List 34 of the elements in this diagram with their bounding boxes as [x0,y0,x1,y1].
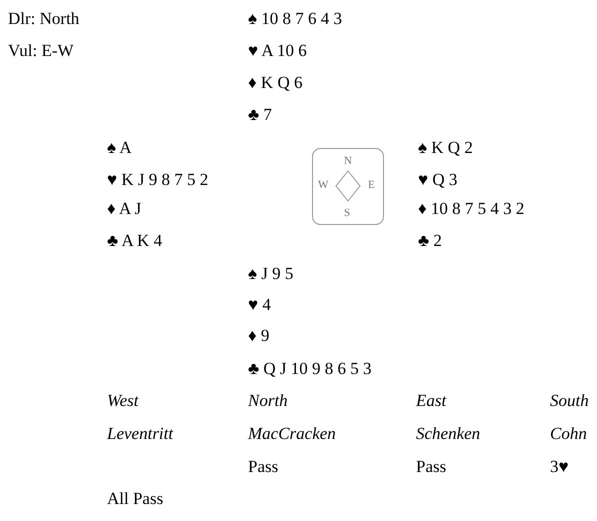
hand-line: ♣ A K 4 [107,230,162,252]
compass-letter: E [368,179,375,191]
bid: Pass [248,456,278,478]
hand-line: ♠ 10 8 7 6 4 3 [248,8,342,30]
bid: All Pass [107,488,164,510]
hand-line: ♥ A 10 6 [248,40,307,62]
hand-line: ♣ 7 [248,104,272,126]
auction-header: North [248,390,288,412]
auction-header: West [107,390,138,412]
hand-line: ♠ K Q 2 [418,137,473,159]
compass-letter: N [344,155,352,167]
deal-info: Dlr: North [8,8,80,30]
bid: Pass [416,456,446,478]
hand-line: ♥ K J 9 8 7 5 2 [107,169,208,191]
hand-line: ♣ Q J 10 9 8 6 5 3 [248,358,372,380]
bid: 3♥ [550,456,569,478]
auction-header: South [550,390,589,412]
hand-line: ♥ Q 3 [418,169,458,191]
auction-header: MacCracken [248,423,336,445]
hand-line: ♥ 4 [248,294,271,316]
hand-line: ♦ 9 [248,325,270,347]
hand-line: ♦ K Q 6 [248,72,302,94]
compass-letter: S [344,207,350,219]
auction-header: Leventritt [107,423,174,445]
hand-line: ♠ J 9 5 [248,263,294,285]
hand-line: ♦ 10 8 7 5 4 3 2 [418,198,524,220]
hand-line: ♣ 2 [418,230,442,252]
deal-info: Vul: E-W [8,40,74,62]
hand-line: ♦ A J [107,198,142,220]
auction-header: East [416,390,446,412]
hand-line: ♠ A [107,137,132,159]
auction-header: Schenken [416,423,480,445]
compass-letter: W [318,179,328,191]
auction-header: Cohn [550,423,587,445]
